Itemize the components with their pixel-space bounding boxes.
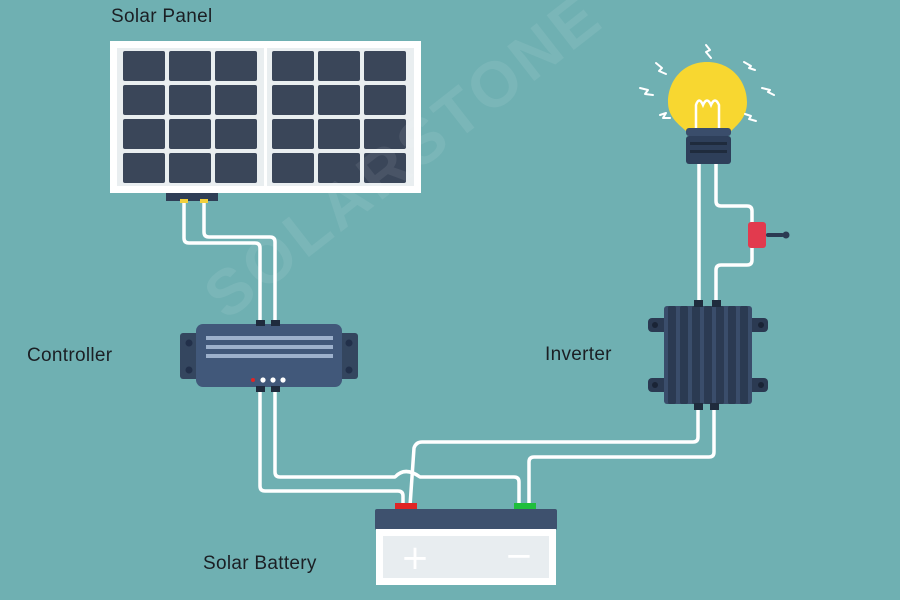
solar-cell: [364, 153, 406, 183]
solar-cell: [318, 153, 360, 183]
solar-cell: [123, 85, 165, 115]
bulb-filament: [694, 99, 721, 134]
wire-panel-controller-2: [202, 198, 277, 326]
solar-cell: [364, 119, 406, 149]
inverter-fin: [680, 306, 688, 404]
bulb-base-ring: [686, 128, 731, 136]
solar-cell: [215, 51, 257, 81]
light-switch: [748, 222, 790, 248]
wire-panel-controller-1: [182, 198, 262, 326]
solar-cell: [169, 119, 211, 149]
solar-cell: [272, 51, 314, 81]
solar-cell: [215, 85, 257, 115]
inverter-fin: [740, 306, 748, 404]
solar-cell: [272, 85, 314, 115]
switch-body: [748, 222, 766, 248]
wire-switch-bulb: [714, 160, 754, 228]
controller-led-red: [251, 378, 255, 382]
solar-cell: [215, 119, 257, 149]
inverter-fin: [704, 306, 712, 404]
solar-battery-label: Solar Battery: [203, 553, 317, 574]
inverter-fin: [716, 306, 724, 404]
solar-cell: [364, 51, 406, 81]
battery-negative-terminal: [514, 503, 536, 510]
solar-cell: [123, 51, 165, 81]
wire-controller-battery-1: [258, 386, 405, 508]
switch-lever: [766, 233, 784, 237]
wire-controller-battery-2: [273, 386, 521, 508]
solar-cell: [272, 119, 314, 149]
charge-controller: [180, 320, 358, 392]
panel-junction-box: [166, 193, 218, 201]
solar-panel-cells: [123, 51, 406, 183]
wires: [182, 160, 754, 508]
battery-lid: [375, 509, 557, 530]
solar-cell: [318, 51, 360, 81]
solar-cell: [318, 119, 360, 149]
controller-bracket-left: [180, 333, 200, 379]
solar-cell: [318, 85, 360, 115]
solar-cell: [169, 85, 211, 115]
inverter: [648, 300, 768, 410]
battery-positive-terminal: [395, 503, 417, 510]
solar-battery: + −: [375, 503, 557, 585]
battery-minus-sign: −: [505, 536, 534, 576]
solar-cell: [169, 51, 211, 81]
wire-inverter-battery-1: [408, 400, 700, 508]
inverter-fins: [668, 306, 748, 404]
wire-inverter-bulb-2: [714, 243, 754, 310]
inverter-fin: [668, 306, 676, 404]
battery-plus-sign: +: [401, 538, 430, 578]
inverter-label: Inverter: [545, 344, 612, 365]
solar-cell: [272, 153, 314, 183]
controller-label: Controller: [27, 345, 113, 366]
bulb-rays: [639, 44, 775, 122]
wire-inverter-battery-2: [527, 400, 716, 508]
solar-cell: [364, 85, 406, 115]
solar-cell: [123, 119, 165, 149]
solar-cell: [215, 153, 257, 183]
bulb-glass: [668, 62, 747, 133]
light-bulb: [639, 44, 775, 164]
controller-bracket-right: [338, 333, 358, 379]
solar-panel: [110, 41, 421, 203]
solar-cell: [123, 153, 165, 183]
inverter-fin: [692, 306, 700, 404]
solar-panel-label: Solar Panel: [111, 6, 213, 27]
inverter-fin: [728, 306, 736, 404]
solar-cell: [169, 153, 211, 183]
